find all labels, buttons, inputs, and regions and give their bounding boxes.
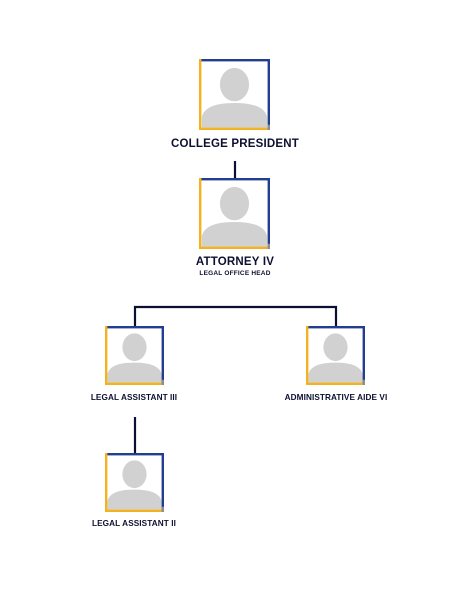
avatar-shoulders <box>107 489 162 510</box>
frame-corner <box>267 124 270 130</box>
legal-assistant-ii-title: LEGAL ASSISTANT II <box>92 519 176 528</box>
frame-left <box>199 59 202 130</box>
attorney-title: ATTORNEY IV <box>195 256 275 268</box>
frame-bottom <box>105 509 164 512</box>
frame-right <box>161 326 164 385</box>
frame-corner <box>161 506 164 512</box>
frame-left <box>306 326 309 385</box>
frame-left <box>105 453 108 512</box>
frame-bottom <box>105 382 164 385</box>
frame-top <box>105 326 164 329</box>
avatar-shoulders <box>201 222 268 247</box>
legal-assistant-iii-title: LEGAL ASSISTANT III <box>90 393 178 402</box>
attorney-photo-frame <box>199 178 270 249</box>
frame-right <box>267 178 270 249</box>
admin-aide-vi-title: ADMINISTRATIVE AIDE VI <box>284 393 388 402</box>
frame-bottom <box>199 246 270 249</box>
frame-top <box>105 453 164 456</box>
frame-bottom <box>306 382 365 385</box>
frame-bottom <box>199 127 270 130</box>
frame-top <box>199 178 270 181</box>
frame-right <box>267 59 270 130</box>
avatar-head <box>219 67 250 102</box>
avatar-head <box>122 460 147 489</box>
frame-corner <box>362 379 365 385</box>
president-title: COLLEGE PRESIDENT <box>171 138 299 150</box>
frame-top <box>199 59 270 62</box>
person-silhouette-icon <box>199 178 270 249</box>
avatar-shoulders <box>308 362 363 383</box>
frame-top <box>306 326 365 329</box>
person-silhouette-icon <box>306 326 365 385</box>
person-silhouette-icon <box>105 326 164 385</box>
avatar-head <box>219 186 250 221</box>
avatar-head <box>323 333 348 362</box>
frame-left <box>105 326 108 385</box>
attorney-subtitle: LEGAL OFFICE HEAD <box>199 270 271 277</box>
avatar-head <box>122 333 147 362</box>
admin-aide-vi-photo-frame <box>306 326 365 385</box>
person-silhouette-icon <box>105 453 164 512</box>
person-silhouette-icon <box>199 59 270 130</box>
frame-left <box>199 178 202 249</box>
avatar-shoulders <box>201 103 268 128</box>
president-photo-frame <box>199 59 270 130</box>
frame-corner <box>267 243 270 249</box>
avatar-shoulders <box>107 362 162 383</box>
frame-corner <box>161 379 164 385</box>
connector-attorney-branch <box>133 305 338 326</box>
legal-assistant-ii-photo-frame <box>105 453 164 512</box>
legal-assistant-iii-photo-frame <box>105 326 164 385</box>
frame-right <box>362 326 365 385</box>
frame-right <box>161 453 164 512</box>
